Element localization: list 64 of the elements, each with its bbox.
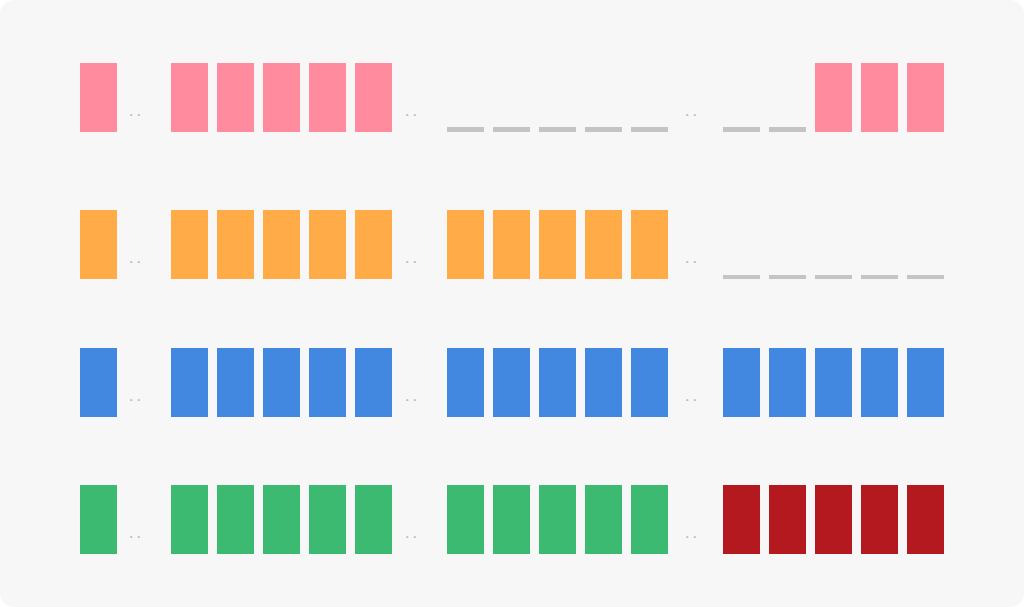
bar [631, 210, 668, 279]
bar [263, 210, 300, 279]
dash [447, 127, 484, 132]
bar [631, 485, 668, 554]
bar [79, 485, 117, 554]
bar [263, 62, 300, 132]
bar [861, 62, 898, 132]
bar [585, 485, 622, 554]
bar [815, 485, 852, 554]
dash [585, 127, 622, 132]
bar [769, 485, 806, 554]
bar [171, 62, 208, 132]
dash [861, 274, 898, 279]
bar [907, 347, 944, 417]
bar [447, 210, 484, 279]
bar [769, 347, 806, 417]
bar [79, 62, 117, 132]
bar [355, 347, 392, 417]
dash [907, 274, 944, 279]
bar [263, 485, 300, 554]
bar [447, 347, 484, 417]
bar [723, 347, 760, 417]
bar [907, 485, 944, 554]
dash [539, 127, 576, 132]
bar [217, 485, 254, 554]
bar [907, 62, 944, 132]
bar [539, 210, 576, 279]
bar [493, 485, 530, 554]
bar [861, 347, 898, 417]
dash [493, 127, 530, 132]
bar [815, 62, 852, 132]
bar [171, 210, 208, 279]
bar [539, 485, 576, 554]
bar [539, 347, 576, 417]
bar [217, 210, 254, 279]
dash [723, 274, 760, 279]
bar [585, 210, 622, 279]
bar [585, 347, 622, 417]
dash [631, 127, 668, 132]
bar [355, 62, 392, 132]
bar [631, 347, 668, 417]
bar [815, 347, 852, 417]
bar [723, 485, 760, 554]
bar [493, 347, 530, 417]
bar [79, 347, 117, 417]
bar [309, 62, 346, 132]
dash [769, 127, 806, 132]
bar [309, 210, 346, 279]
bar [171, 347, 208, 417]
dash [815, 274, 852, 279]
bar [217, 62, 254, 132]
bar [447, 485, 484, 554]
bar [217, 347, 254, 417]
bar [493, 210, 530, 279]
bar [309, 485, 346, 554]
bar [355, 210, 392, 279]
bar [309, 347, 346, 417]
dash [723, 127, 760, 132]
bar [355, 485, 392, 554]
bar [171, 485, 208, 554]
bar [79, 210, 117, 279]
bar [861, 485, 898, 554]
bar [263, 347, 300, 417]
dash [769, 274, 806, 279]
